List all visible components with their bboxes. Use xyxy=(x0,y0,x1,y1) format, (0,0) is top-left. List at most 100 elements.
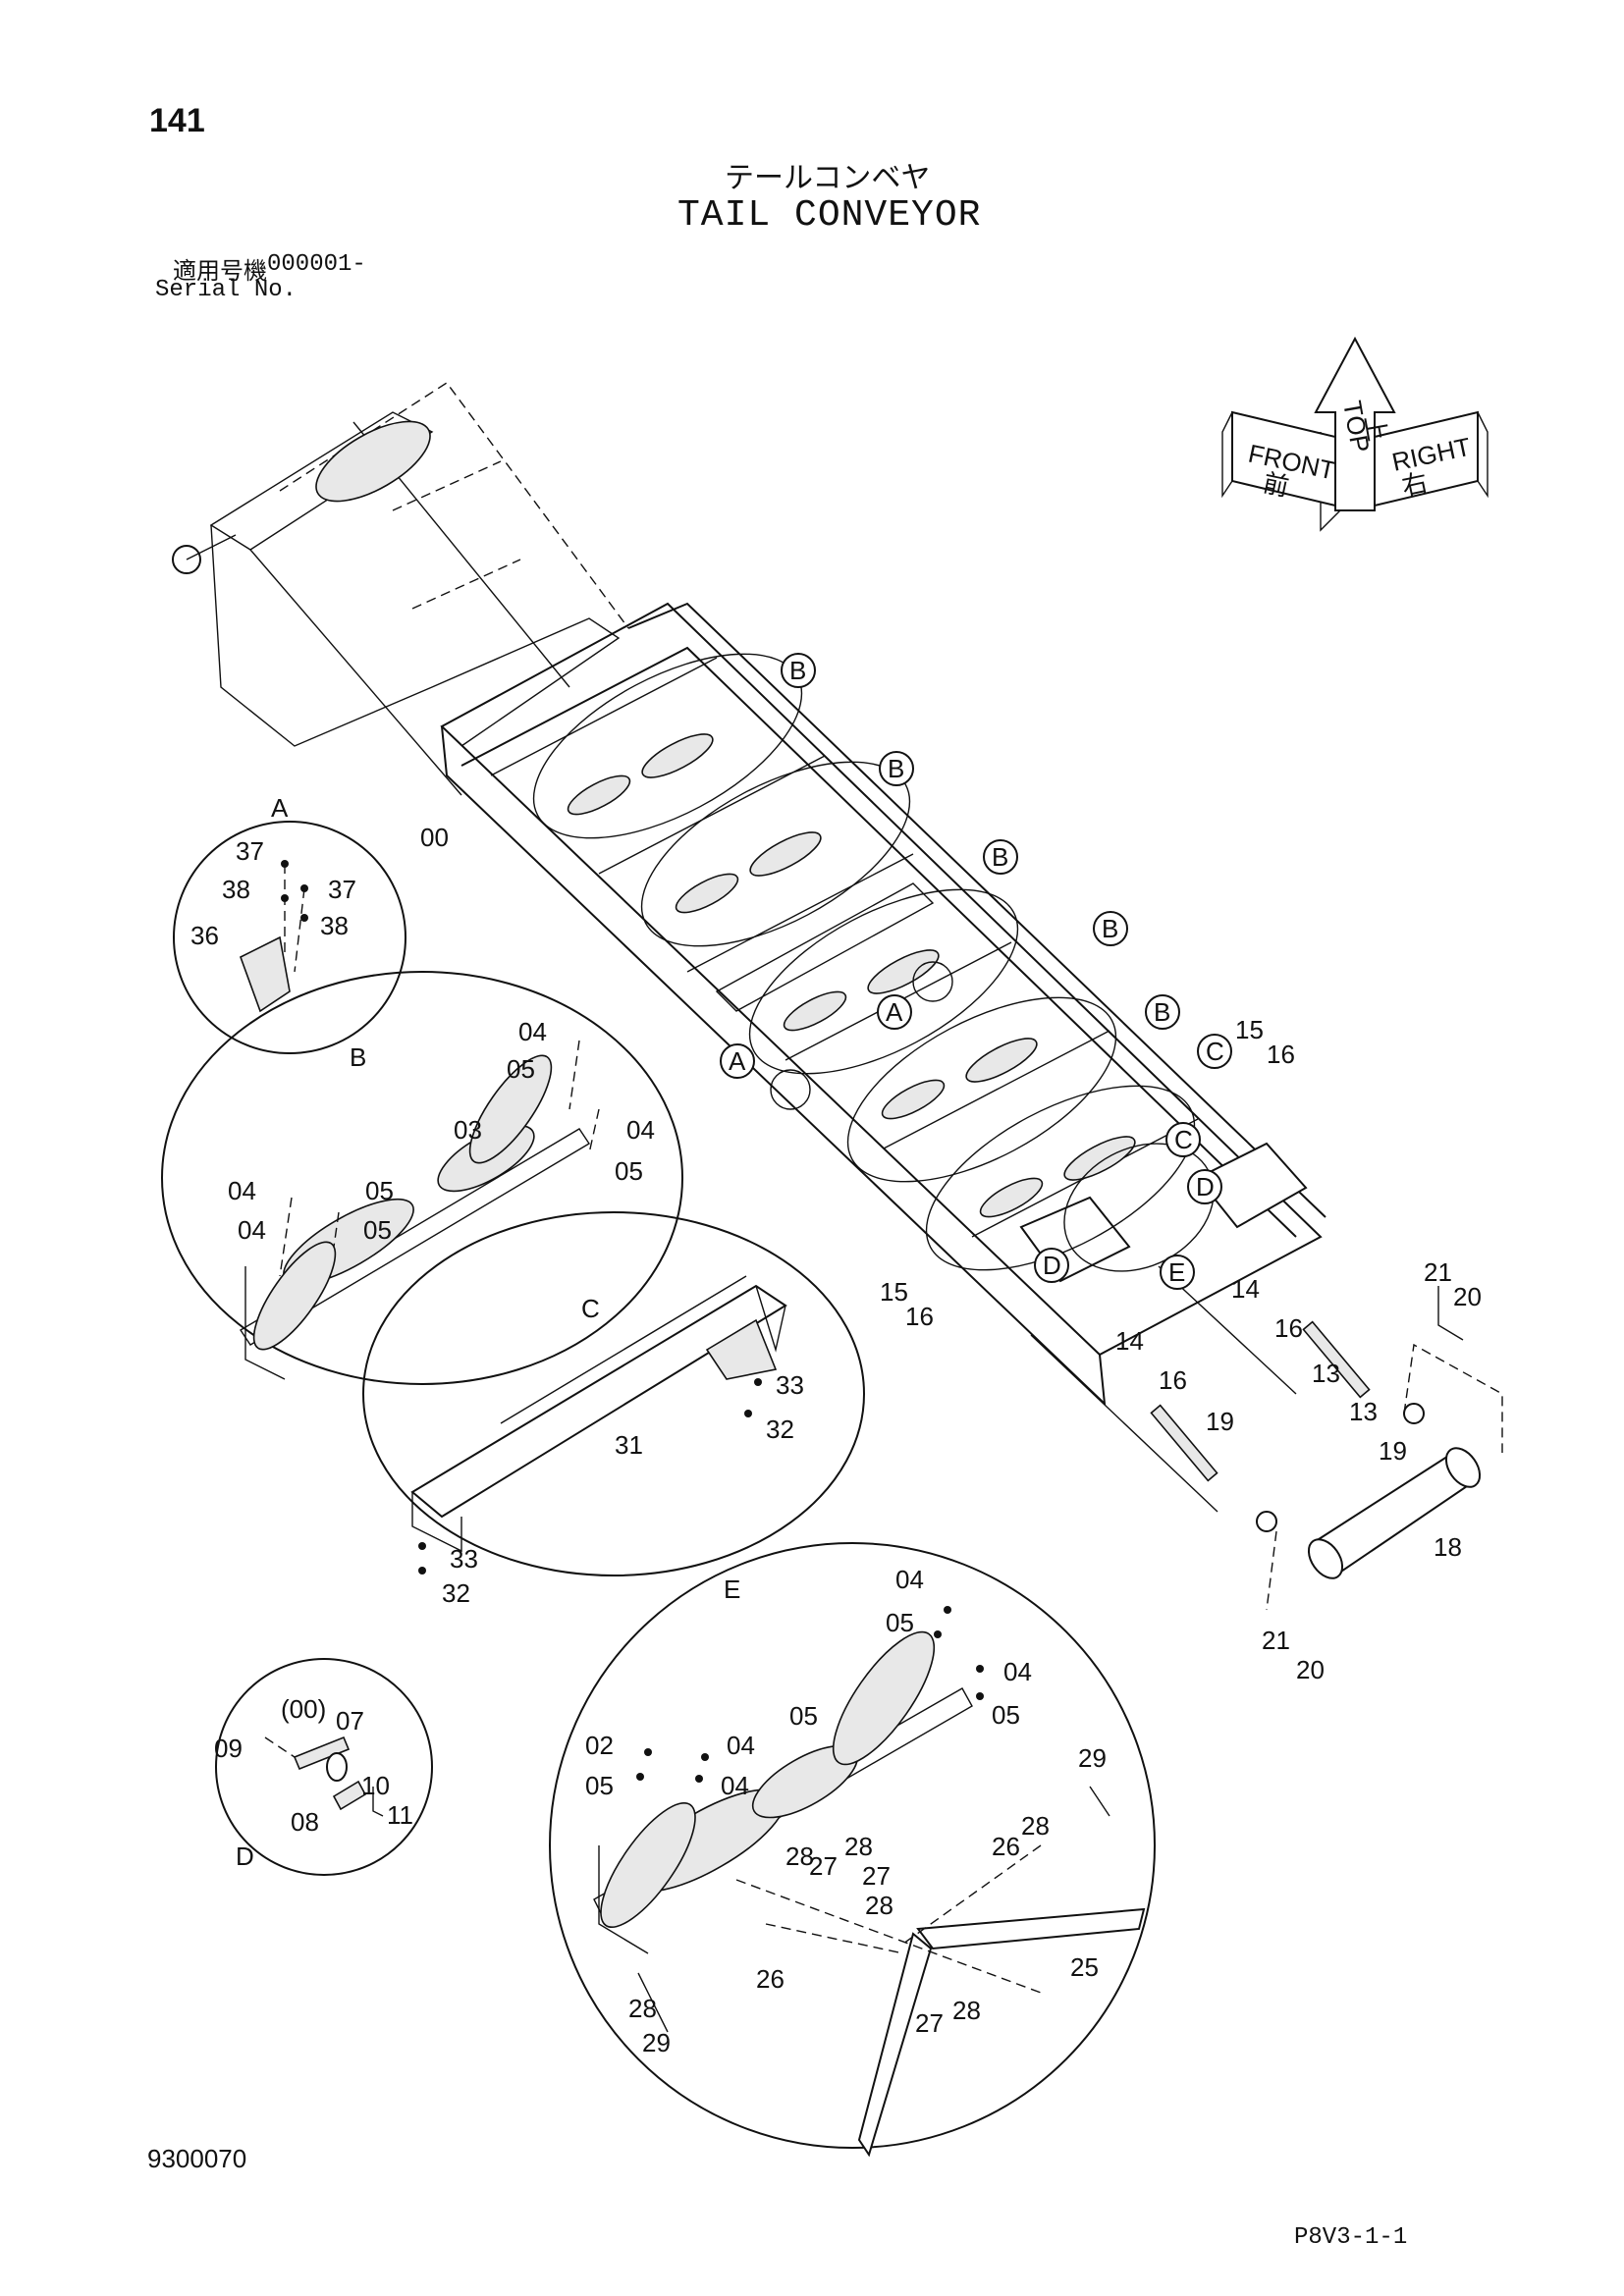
applicability-label-japanese: 適用号機 xyxy=(173,257,267,285)
part-callout-number: 28 xyxy=(628,1994,657,2023)
detail-b: B xyxy=(161,971,683,1385)
part-callout-number: 26 xyxy=(756,1964,785,1994)
part-callout-number: 05 xyxy=(585,1771,614,1800)
part-callout-number: 16 xyxy=(1274,1313,1303,1343)
detail-reference-circle xyxy=(1187,1169,1222,1204)
page-number: 141 xyxy=(149,102,205,139)
detail-reference-letter: B xyxy=(789,656,806,685)
part-callout-number: 28 xyxy=(865,1891,893,1920)
part-callout-number: 04 xyxy=(727,1731,755,1760)
part-callout-number: 05 xyxy=(507,1054,535,1084)
detail-e: E xyxy=(549,1542,1156,2158)
part-callout-number: 33 xyxy=(450,1544,478,1574)
part-callout-number: 32 xyxy=(442,1578,470,1608)
part-callout-number: 14 xyxy=(1231,1274,1260,1304)
serial-range: 000001- xyxy=(267,251,366,278)
detail-reference-letter: A xyxy=(729,1046,746,1076)
part-callout-number: 16 xyxy=(905,1302,934,1331)
detail-b-title: B xyxy=(350,1042,366,1072)
part-callout-number: 38 xyxy=(320,911,349,940)
part-callout-number: 29 xyxy=(642,2028,671,2057)
part-callout-number: 25 xyxy=(1070,1952,1099,1982)
part-callout-number: 27 xyxy=(915,2008,944,2038)
part-callout-number: 05 xyxy=(789,1701,818,1731)
part-callout-number: 16 xyxy=(1159,1365,1187,1395)
part-callout-number: 08 xyxy=(291,1807,319,1837)
orientation-front-label-jp: 前 xyxy=(1261,468,1292,503)
part-callout-number: 28 xyxy=(785,1842,814,1871)
part-callout-number: 04 xyxy=(228,1176,256,1205)
part-callout-number: 07 xyxy=(336,1706,364,1735)
detail-reference-circle xyxy=(781,653,816,688)
part-callout-number: 15 xyxy=(1235,1015,1264,1044)
part-callout-number: 04 xyxy=(626,1115,655,1145)
detail-d-title: D xyxy=(236,1842,254,1871)
detail-reference-circle xyxy=(1165,1122,1201,1157)
part-callout-number: 36 xyxy=(190,921,219,950)
detail-reference-letter: C xyxy=(1206,1037,1224,1066)
part-callout-number: 27 xyxy=(809,1851,838,1881)
part-callout-number: 19 xyxy=(1379,1436,1407,1466)
orientation-top-label-jp: 上 xyxy=(1359,413,1392,444)
part-callout-number: 20 xyxy=(1453,1282,1482,1311)
part-callout-number: 27 xyxy=(862,1861,891,1891)
detail-reference-letter: B xyxy=(1102,914,1118,943)
part-callout-number: 05 xyxy=(615,1156,643,1186)
tail-pulley-assembly xyxy=(1030,1265,1503,1611)
part-callout-number: 28 xyxy=(1021,1811,1050,1841)
part-callout-number: 05 xyxy=(363,1215,392,1245)
detail-a: A xyxy=(173,793,406,1054)
part-callout-number: 15 xyxy=(880,1277,908,1307)
part-callout-number: 05 xyxy=(886,1608,914,1637)
detail-reference-letter: E xyxy=(1168,1257,1185,1287)
detail-reference-circle xyxy=(1160,1255,1195,1290)
roller-sets xyxy=(567,733,1136,1218)
part-callout-number: 37 xyxy=(236,836,264,866)
part-callout-number: 11 xyxy=(387,1800,413,1830)
part-callout-number: 21 xyxy=(1424,1257,1452,1287)
part-callout-number: 04 xyxy=(238,1215,266,1245)
part-callout-number: 19 xyxy=(1206,1407,1234,1436)
detail-reference-circle xyxy=(720,1043,755,1079)
part-callout-number: 04 xyxy=(895,1565,924,1594)
detail-reference-letter: B xyxy=(992,842,1008,872)
reference-code: 9300070 xyxy=(147,2144,247,2173)
detail-reference-letter: D xyxy=(1043,1251,1061,1280)
detail-reference-letter: B xyxy=(1154,997,1170,1027)
part-callout-number: 05 xyxy=(365,1176,394,1205)
part-callout-number: 28 xyxy=(844,1832,873,1861)
part-callout-number: 00 xyxy=(420,823,449,852)
detail-reference-letter: A xyxy=(886,997,903,1027)
detail-reference-circle xyxy=(1197,1034,1232,1069)
conveyor-head-frame xyxy=(172,382,629,796)
detail-d: D xyxy=(215,1658,433,1876)
part-callout-number: 31 xyxy=(615,1430,643,1460)
detail-e-title: E xyxy=(724,1575,740,1604)
part-callout-number: 04 xyxy=(721,1771,749,1800)
part-callout-number: 26 xyxy=(992,1832,1020,1861)
page-title: TAIL CONVEYOR xyxy=(677,194,982,237)
part-callout-number: 14 xyxy=(1115,1326,1144,1356)
part-callout-number: 29 xyxy=(1078,1743,1107,1773)
part-callout-number: 10 xyxy=(361,1771,390,1800)
page-title-japanese: テールコンベヤ xyxy=(725,161,931,195)
part-callout-number: 18 xyxy=(1434,1532,1462,1562)
detail-reference-circle xyxy=(1093,911,1128,946)
part-callout-number: 20 xyxy=(1296,1655,1325,1684)
detail-reference-circle xyxy=(877,994,912,1030)
part-callout-number: 38 xyxy=(222,875,250,904)
part-callout-number: 05 xyxy=(992,1700,1020,1730)
detail-c-title: C xyxy=(581,1294,600,1323)
part-callout-number: (00) xyxy=(281,1694,326,1724)
part-callout-number: 04 xyxy=(1003,1657,1032,1686)
part-callout-number: 37 xyxy=(328,875,356,904)
part-callout-number: 04 xyxy=(518,1017,547,1046)
detail-reference-letter: D xyxy=(1196,1172,1215,1201)
detail-a-title: A xyxy=(271,793,289,823)
part-callout-number: 28 xyxy=(952,1996,981,2025)
page-code: P8V3-1-1 xyxy=(1294,2224,1408,2251)
detail-reference-circle xyxy=(1145,994,1180,1030)
detail-reference-letter: B xyxy=(888,754,904,783)
detail-reference-letter: C xyxy=(1174,1125,1193,1154)
